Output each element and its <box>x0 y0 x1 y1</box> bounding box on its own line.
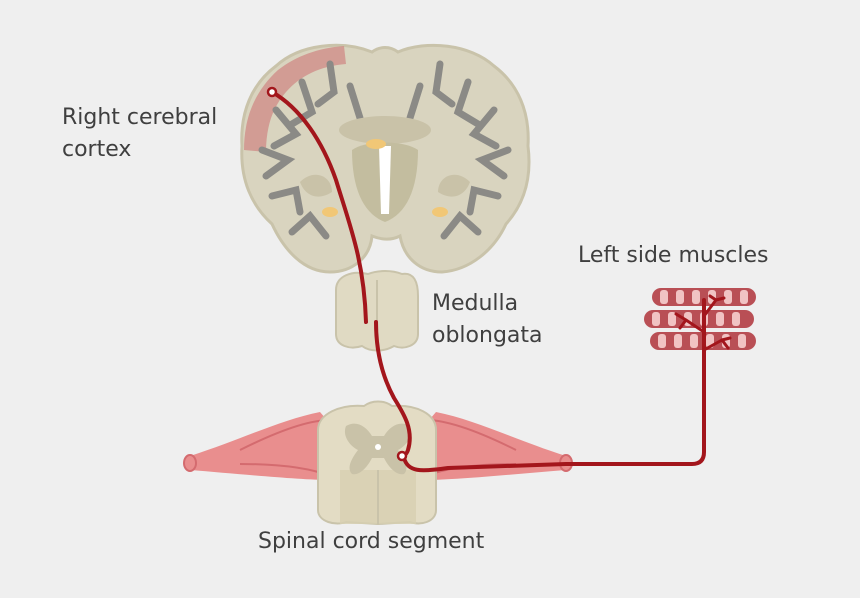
brain-sulci <box>258 60 512 240</box>
muscle-branches <box>674 294 732 352</box>
left-nerve-trunk <box>190 412 344 480</box>
brain-coronal-section <box>240 43 531 274</box>
spinal-neuron-soma <box>396 450 408 462</box>
label-medulla-oblongata: Medulla oblongata <box>432 288 543 352</box>
cortex-highlight <box>244 46 346 152</box>
muscle-fibers <box>644 288 756 350</box>
muscle-fiber-2 <box>644 310 754 328</box>
spinal-cord-segment <box>317 400 437 526</box>
right-nerve-trunk <box>412 412 566 480</box>
label-medulla-line-1: Medulla <box>432 291 519 316</box>
label-spinal-cord-segment: Spinal cord segment <box>258 529 485 554</box>
label-left-side-muscles: Left side muscles <box>578 243 769 268</box>
deep-brain-structures <box>300 116 470 222</box>
upper-motor-neuron-tract <box>270 90 368 324</box>
lower-motor-neuron <box>402 298 706 473</box>
label-right-cerebral-cortex: Right cerebral cortex <box>62 102 217 166</box>
cortex-neuron-soma <box>266 86 278 98</box>
label-cortex-line-1: Right cerebral <box>62 105 218 130</box>
label-medulla-line-2: oblongata <box>432 323 543 348</box>
label-cortex-line-2: cortex <box>62 137 132 162</box>
